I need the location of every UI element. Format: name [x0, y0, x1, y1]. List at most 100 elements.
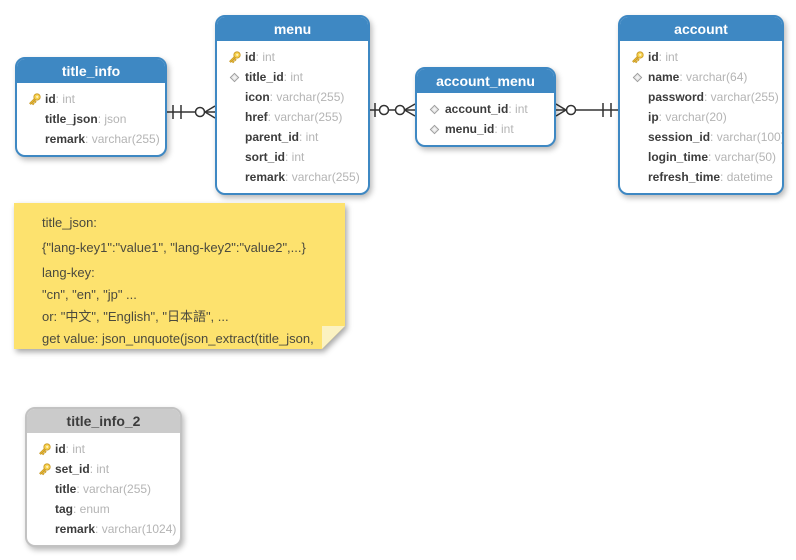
- field-type: : int: [89, 462, 110, 476]
- field-name: tag: [55, 502, 73, 516]
- field-row-remark[interactable]: remark: varchar(255): [217, 167, 368, 187]
- field-row-password[interactable]: password: varchar(255): [620, 87, 782, 107]
- field-type: : varchar(64): [679, 70, 748, 84]
- field-type: : int: [658, 50, 679, 64]
- field-type: : varchar(255): [267, 110, 343, 124]
- field-type: : varchar(255): [285, 170, 360, 184]
- field-name: account_id: [445, 102, 509, 116]
- field-row-remark[interactable]: remark: varchar(255): [17, 129, 165, 149]
- field-type: : int: [494, 122, 514, 136]
- field-type: : json: [97, 112, 127, 126]
- field-type: : int: [285, 150, 305, 164]
- field-name: title_json: [45, 112, 98, 126]
- relationship-title_info-menu[interactable]: [167, 105, 216, 119]
- field-name: remark: [45, 132, 86, 146]
- key-icon: [33, 462, 55, 477]
- field-name: id: [648, 50, 659, 64]
- field-type: : int: [255, 50, 276, 64]
- field-type: : varchar(50): [708, 150, 777, 164]
- field-name: id: [55, 442, 66, 456]
- field-type: : int: [299, 130, 319, 144]
- field-name: title_id: [245, 70, 284, 84]
- field-row-title_json[interactable]: title_json: json: [17, 109, 165, 129]
- field-row-login_time[interactable]: login_time: varchar(50): [620, 147, 782, 167]
- field-row-ip[interactable]: ip: varchar(20): [620, 107, 782, 127]
- field-row-account_id[interactable]: account_id: int: [417, 99, 554, 119]
- field-name: name: [648, 70, 680, 84]
- field-row-id[interactable]: id: int: [27, 439, 180, 459]
- field-type: : varchar(255): [269, 90, 345, 104]
- field-type: : varchar(20): [658, 110, 727, 124]
- field-type: : int: [65, 442, 86, 456]
- field-type: : varchar(1024): [95, 522, 177, 536]
- diamond-icon: [223, 72, 245, 83]
- field-row-sort_id[interactable]: sort_id: int: [217, 147, 368, 167]
- field-row-name[interactable]: name: varchar(64): [620, 67, 782, 87]
- field-row-remark[interactable]: remark: varchar(1024): [27, 519, 180, 539]
- key-icon: [33, 442, 55, 457]
- field-type: : int: [55, 92, 76, 106]
- diamond-icon: [626, 72, 648, 83]
- field-row-session_id[interactable]: session_id: varchar(100): [620, 127, 782, 147]
- table-title[interactable]: account_menu: [417, 69, 554, 95]
- field-type: : varchar(255): [85, 132, 160, 146]
- relationship-menu-account_menu[interactable]: [370, 103, 416, 117]
- field-type: : varchar(255): [704, 90, 779, 104]
- field-row-parent_id[interactable]: parent_id: int: [217, 127, 368, 147]
- note-line: title_json:: [42, 215, 97, 230]
- key-icon: [23, 92, 45, 107]
- field-row-id[interactable]: id: int: [17, 89, 165, 109]
- table-title[interactable]: title_info: [17, 59, 165, 85]
- field-name: menu_id: [445, 122, 495, 136]
- field-row-id[interactable]: id: int: [217, 47, 368, 67]
- note-fold-corner: [322, 326, 345, 349]
- field-name: ip: [648, 110, 659, 124]
- field-row-set_id[interactable]: set_id: int: [27, 459, 180, 479]
- note-line: lang-key:: [42, 265, 95, 280]
- field-row-title[interactable]: title: varchar(255): [27, 479, 180, 499]
- field-name: sort_id: [245, 150, 286, 164]
- field-type: : datetime: [720, 170, 773, 184]
- sticky-note-wrapper: title_json: {"lang-key1":"value1", "lang-…: [14, 203, 345, 349]
- note-text: title_json: {"lang-key1":"value1", "lang-…: [42, 212, 337, 372]
- diamond-icon: [423, 104, 445, 115]
- field-row-title_id[interactable]: title_id: int: [217, 67, 368, 87]
- table-title[interactable]: menu: [217, 17, 368, 43]
- field-name: id: [245, 50, 256, 64]
- field-name: id: [45, 92, 56, 106]
- field-name: refresh_time: [648, 170, 721, 184]
- field-type: : varchar(100): [710, 130, 784, 144]
- field-name: session_id: [648, 130, 711, 144]
- sticky-note[interactable]: title_json: {"lang-key1":"value1", "lang-…: [14, 203, 345, 349]
- field-name: parent_id: [245, 130, 300, 144]
- field-row-id[interactable]: id: int: [620, 47, 782, 67]
- field-row-tag[interactable]: tag: enum: [27, 499, 180, 519]
- field-name: password: [648, 90, 705, 104]
- field-name: remark: [55, 522, 96, 536]
- field-name: href: [245, 110, 268, 124]
- field-row-menu_id[interactable]: menu_id: int: [417, 119, 554, 139]
- field-row-href[interactable]: href: varchar(255): [217, 107, 368, 127]
- field-row-icon[interactable]: icon: varchar(255): [217, 87, 368, 107]
- note-line: "cn", "en", "jp" ...: [42, 287, 137, 302]
- note-line: {"lang-key1":"value1", "lang-key2":"valu…: [42, 240, 306, 255]
- relationship-account_menu-account[interactable]: [555, 103, 618, 117]
- field-type: : int: [508, 102, 528, 116]
- field-name: set_id: [55, 462, 90, 476]
- field-type: : enum: [73, 502, 110, 516]
- field-row-refresh_time[interactable]: refresh_time: datetime: [620, 167, 782, 187]
- note-line: or: "中文", "English", "日本語", ...: [42, 309, 229, 324]
- field-type: : varchar(255): [76, 482, 152, 496]
- table-title[interactable]: title_info_2: [27, 409, 180, 435]
- field-name: title: [55, 482, 77, 496]
- key-icon: [223, 50, 245, 65]
- table-title[interactable]: account: [620, 17, 782, 43]
